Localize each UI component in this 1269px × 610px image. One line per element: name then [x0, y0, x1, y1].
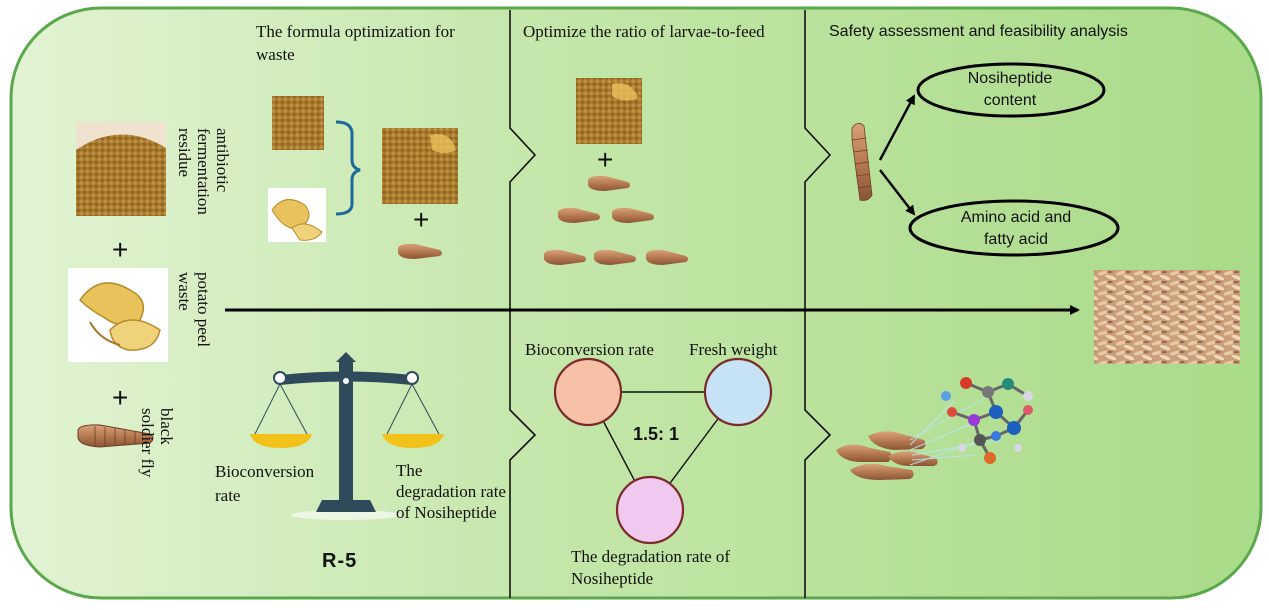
ellipse-amino-fatty — [908, 199, 1120, 257]
background-panel — [9, 6, 1263, 600]
potato-peel-image — [268, 188, 326, 242]
panel1-title: The formula optimization for waste — [256, 22, 455, 64]
bracket — [335, 120, 361, 216]
larva-image — [398, 243, 442, 259]
powder-image — [76, 122, 166, 216]
plus-sign: + — [413, 204, 430, 235]
plus-sign: + — [112, 382, 129, 413]
powder-image — [382, 128, 458, 204]
separator-1 — [509, 10, 537, 598]
separator-2 — [804, 10, 832, 598]
panel3-title: Safety assessment and feasibility analys… — [829, 23, 1128, 40]
ingredient2-label: potato peel waste — [175, 272, 213, 348]
node-fresh-weight — [703, 357, 773, 427]
node-degradation — [615, 475, 685, 545]
ingredient1-label: antibiotic fermentation residue — [175, 128, 232, 215]
larva-image — [851, 123, 873, 201]
larvae-group — [544, 175, 688, 265]
potato-peel-image — [68, 268, 168, 362]
ellipse2-label: Amino acid and fatty acid — [960, 209, 1072, 248]
ellipse-nosiheptide — [916, 62, 1106, 118]
ratio-label: 1.5: 1 — [633, 424, 680, 444]
powder-image — [576, 78, 642, 144]
arrow-up-icon — [878, 94, 916, 161]
balance-left-label: Bioconversion rate — [215, 462, 315, 505]
larva-image — [77, 424, 154, 448]
ingredient3-label: black soldier fly — [138, 408, 176, 478]
powder-image — [272, 96, 324, 150]
panel2-title: Optimize the ratio of larvae-to-feed — [523, 22, 765, 41]
ellipse1-label: Nosiheptide content — [967, 70, 1053, 109]
balance-scale-icon — [250, 352, 444, 520]
plus-sign: + — [597, 144, 614, 175]
node-fresh-weight-label: Fresh weight — [689, 340, 778, 359]
node-bioconversion-label: Bioconversion rate — [525, 340, 654, 359]
plus-sign: + — [112, 234, 129, 265]
arrow-down-icon — [879, 169, 916, 216]
node-bioconversion — [553, 357, 623, 427]
node-degradation-label: The degradation rate of Nosiheptide — [571, 547, 731, 588]
ratio-network — [553, 357, 773, 545]
larvae-cluster-image — [836, 431, 938, 480]
molecule-icon — [909, 377, 1033, 466]
result-label: R-5 — [322, 550, 358, 572]
balance-right-label: The degradation rate of Nosiheptide — [396, 461, 506, 522]
larvae-pile-image — [1094, 270, 1240, 364]
